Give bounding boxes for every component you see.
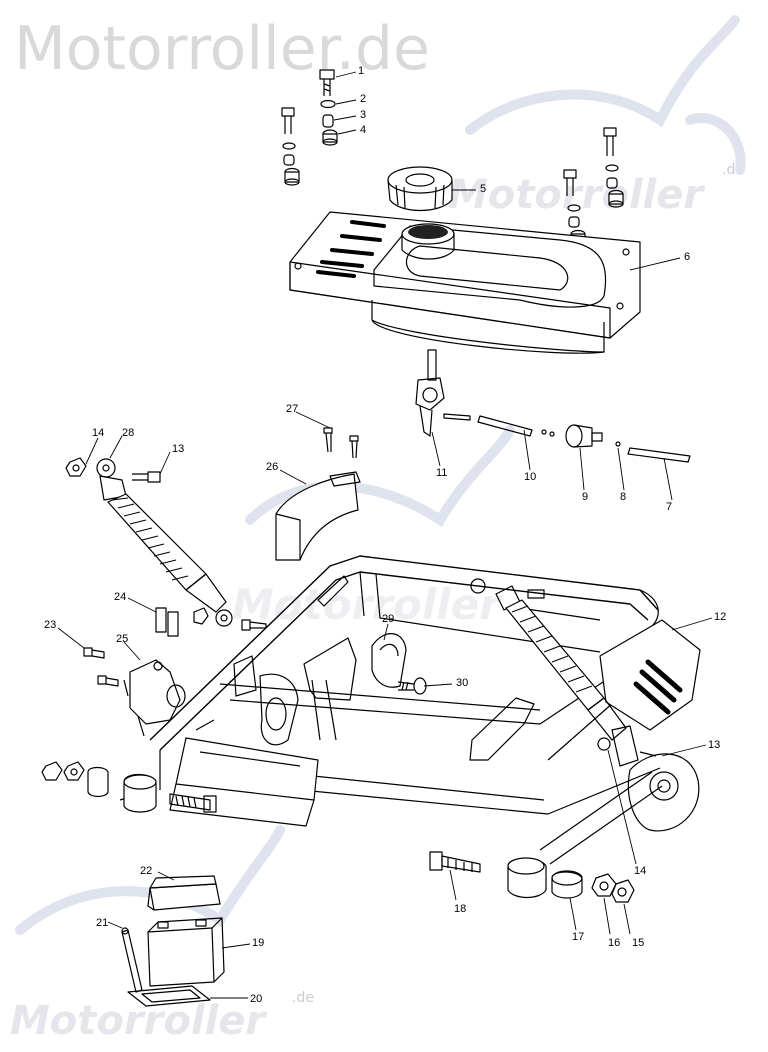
part-bolts-27 <box>323 427 359 459</box>
callout-20: 20 <box>250 993 263 1005</box>
part-nut-4 <box>322 129 338 146</box>
part-hose-7 <box>627 447 691 463</box>
callout-21: 21 <box>96 917 109 929</box>
callout-10: 10 <box>524 471 537 483</box>
part-bolt-spring <box>169 793 217 813</box>
callout-25: 25 <box>116 633 129 645</box>
part-caliper-25 <box>123 659 186 737</box>
part-fuel-tank-6 <box>289 211 641 354</box>
part-battery-19 <box>147 917 225 987</box>
callout-29: 29 <box>382 613 395 625</box>
leader-lines <box>57 71 713 999</box>
part-bolts-23 <box>83 647 119 687</box>
callout-6: 6 <box>684 251 691 263</box>
part-spacer-3 <box>322 114 334 128</box>
callout-3: 3 <box>360 109 367 121</box>
scooter-logo-watermarks <box>15 15 746 935</box>
callout-9: 9 <box>582 491 589 503</box>
callout-13a: 13 <box>172 443 185 455</box>
part-nut-16 <box>591 873 617 897</box>
part-battery-strap-21 <box>121 927 143 993</box>
part-washer-2 <box>320 99 336 109</box>
part-clip-8 <box>615 441 621 447</box>
callout-7: 7 <box>666 501 673 513</box>
part-clamp-9 <box>565 424 603 448</box>
watermark-center: Motorroller <box>232 580 500 629</box>
part-bushing-17 <box>551 870 583 899</box>
callout-27: 27 <box>286 403 299 415</box>
callout-12: 12 <box>714 611 727 623</box>
scooter-logo-center <box>245 425 515 528</box>
part-nut-shock-bottom <box>193 607 209 625</box>
part-stack-left <box>281 107 300 186</box>
part-battery-lid-22 <box>147 875 221 911</box>
callout-22: 22 <box>140 865 153 877</box>
callout-13b: 13 <box>708 739 721 751</box>
part-bolt-13a <box>132 471 161 483</box>
scooter-logo-top <box>465 15 740 135</box>
watermark-right: Motorroller <box>448 172 704 218</box>
callout-14b: 14 <box>634 865 647 877</box>
part-fuel-cap-5 <box>387 166 453 211</box>
part-bolt-1 <box>319 69 335 96</box>
callout-8: 8 <box>620 491 627 503</box>
callout-26: 26 <box>266 461 279 473</box>
callout-2: 2 <box>360 93 367 105</box>
callout-16: 16 <box>608 937 621 949</box>
part-rear-shock-left-28 <box>96 458 233 627</box>
callout-30: 30 <box>456 677 469 689</box>
part-rear-shock-right <box>470 578 627 741</box>
part-pivot-left-stack <box>41 761 217 813</box>
part-fuel-tap-11 <box>415 349 471 437</box>
watermark-bottom: Motorroller <box>10 998 266 1044</box>
watermark-bottom-suffix: .de <box>292 990 314 1006</box>
callout-14a: 14 <box>92 427 105 439</box>
watermark-main: Motorroller.de <box>14 14 430 84</box>
part-frame-12 <box>119 555 701 865</box>
part-bumper-29 <box>371 633 407 688</box>
callout-28: 28 <box>122 427 135 439</box>
part-nut-15 <box>611 879 635 903</box>
scooter-logo-bottom <box>15 825 285 935</box>
part-hose-10 <box>477 415 555 437</box>
part-bushing-large <box>507 857 547 899</box>
part-battery-mat-20 <box>127 985 211 1007</box>
part-cover-26 <box>275 471 361 561</box>
callout-18: 18 <box>454 903 467 915</box>
callout-17: 17 <box>572 931 585 943</box>
part-stack-right-a <box>603 127 624 208</box>
callout-1: 1 <box>358 65 365 77</box>
callout-24: 24 <box>114 591 127 603</box>
part-brake-pads-24 <box>155 607 179 637</box>
part-bolt-shock-bottom <box>241 619 267 631</box>
callout-15: 15 <box>632 937 645 949</box>
part-nut-14a <box>65 457 87 477</box>
callout-4: 4 <box>360 124 367 136</box>
callout-23: 23 <box>44 619 57 631</box>
callout-11: 11 <box>436 467 448 479</box>
parts-linework <box>41 69 701 1007</box>
callout-19: 19 <box>252 937 265 949</box>
part-bolt-18 <box>429 851 481 873</box>
part-bracket-right <box>597 725 657 767</box>
part-bolt-30 <box>397 677 427 695</box>
callout-5: 5 <box>480 183 487 195</box>
